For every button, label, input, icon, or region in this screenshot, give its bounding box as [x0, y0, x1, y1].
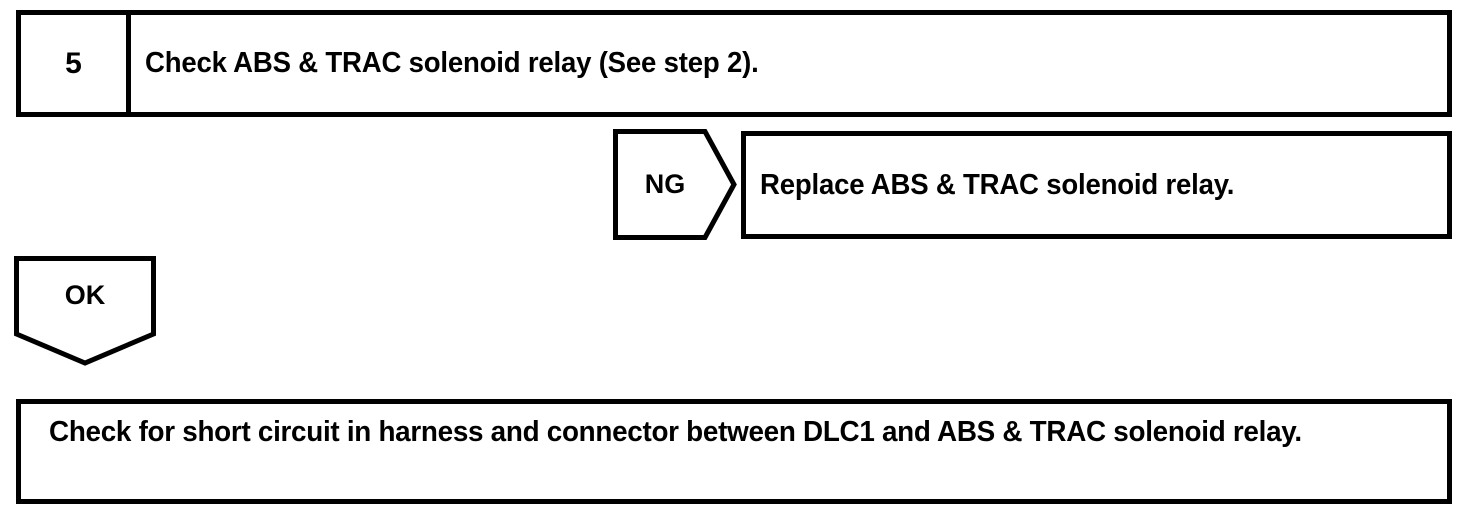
step-number: 5 [65, 46, 82, 80]
ok-result-text: Check for short circuit in harness and c… [49, 416, 1302, 448]
step-row: 5 Check ABS & TRAC solenoid relay (See s… [16, 10, 1452, 117]
ng-result-box: Replace ABS & TRAC solenoid relay. [741, 131, 1452, 239]
ok-branch-arrow-icon [14, 256, 156, 366]
step-instruction-text: Check ABS & TRAC solenoid relay (See ste… [145, 46, 759, 79]
ng-result-text: Replace ABS & TRAC solenoid relay. [760, 168, 1235, 201]
ng-branch-arrow-icon [613, 129, 737, 240]
step-number-cell: 5 [21, 15, 131, 112]
ok-result-box: Check for short circuit in harness and c… [16, 399, 1452, 504]
step-instruction-cell: Check ABS & TRAC solenoid relay (See ste… [131, 15, 1447, 112]
